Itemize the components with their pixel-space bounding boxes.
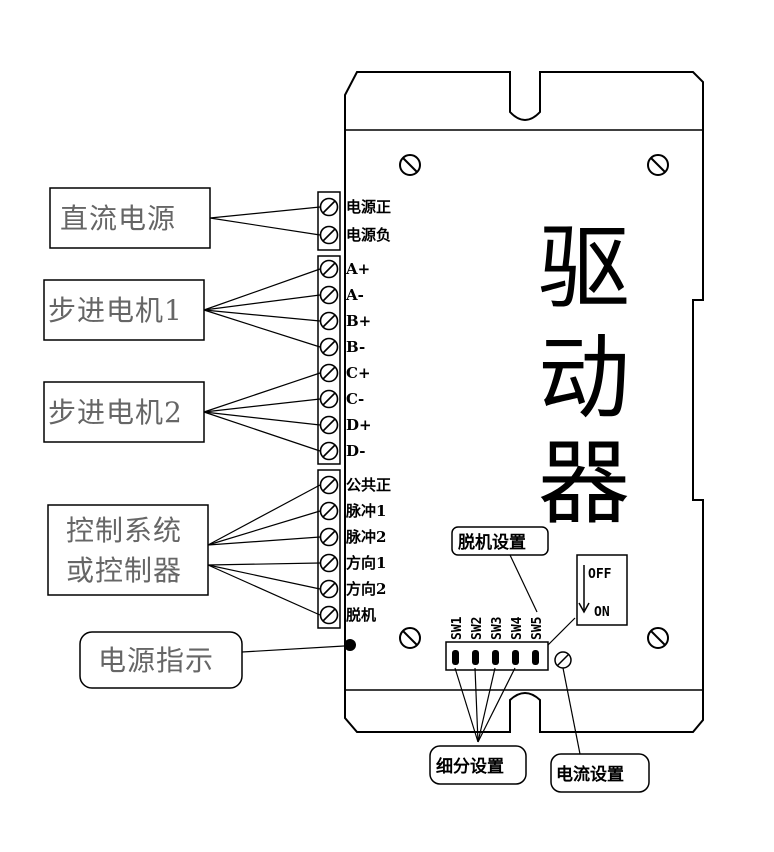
terminal-screw-icon (319, 337, 339, 357)
group-label-dc-power: 直流电源 (60, 202, 176, 235)
terminal-label: D+ (346, 416, 372, 434)
terminal-label: 电源正 (346, 198, 391, 216)
offline-setting-label-box (451, 526, 549, 556)
control-terminal-block (317, 469, 341, 629)
terminal-screw-icon (319, 363, 339, 383)
group-label-controller-line2: 或控制器 (66, 554, 182, 587)
terminal-screw-icon (319, 311, 339, 331)
power-indicator-label: 电源指示 (98, 644, 214, 677)
driver-title-char: 器 (538, 430, 630, 537)
switch-legend-box (576, 554, 628, 626)
connector-lines (454, 667, 581, 755)
dip-switch-label: SW5 (530, 617, 545, 640)
switch-off-label: OFF (588, 567, 612, 582)
dip-switch-toggle[interactable] (512, 650, 519, 665)
terminal-screw-icon (319, 475, 339, 495)
microstep-setting-label: 细分设置 (436, 756, 504, 777)
connector-line (509, 554, 538, 613)
motor-terminal-block (317, 255, 341, 465)
terminal-label: 方向2 (346, 580, 386, 598)
screw-icon (647, 627, 669, 649)
terminal-screw-icon (319, 285, 339, 305)
group-label-controller-line1: 控制系统 (66, 514, 182, 547)
terminal-label: B+ (346, 312, 371, 330)
group-label-stepper-1: 步进电机1 (48, 294, 183, 327)
terminal-label: 电源负 (346, 226, 391, 244)
group-label-box (47, 504, 209, 596)
terminal-label: C- (346, 390, 364, 408)
terminal-label: A- (345, 286, 364, 304)
offline-setting-label: 脱机设置 (458, 532, 526, 553)
current-setting-label-box (550, 753, 650, 793)
dip-switch-label: SW1 (450, 616, 465, 640)
group-label-box (43, 279, 205, 341)
terminal-label: 方向1 (346, 554, 386, 572)
dip-switch-label: SW4 (510, 616, 525, 640)
driver-housing (344, 71, 704, 733)
potentiometer-icon[interactable] (554, 651, 572, 669)
terminal-screw-icon (319, 527, 339, 547)
dip-switch-label: SW3 (490, 617, 505, 640)
terminal-label: C+ (346, 364, 371, 382)
connector-line (547, 617, 576, 646)
microstep-setting-label-box (429, 745, 527, 785)
dip-switch-label: SW2 (470, 617, 485, 640)
terminal-label: 脉冲2 (345, 528, 386, 546)
terminal-screw-icon (319, 225, 339, 245)
group-label-box (43, 381, 205, 443)
terminal-label: 脉冲1 (345, 502, 386, 520)
terminal-screw-icon (319, 605, 339, 625)
switch-on-label: ON (594, 605, 610, 620)
power-terminal-block (317, 191, 341, 251)
current-setting-label: 电流设置 (556, 764, 624, 785)
terminal-screw-icon (319, 553, 339, 573)
screw-icon (399, 154, 421, 176)
terminal-label: D- (346, 442, 366, 460)
driver-title-char: 驱 (538, 215, 630, 322)
connector-lines (203, 206, 345, 653)
group-label-box (49, 187, 211, 249)
terminal-label: 公共正 (346, 476, 391, 494)
terminal-screw-icon (319, 259, 339, 279)
driver-title-char: 动 (538, 325, 630, 432)
terminal-screw-icon (319, 501, 339, 521)
screw-icon (647, 154, 669, 176)
terminal-screw-icon (319, 389, 339, 409)
terminal-screw-icon (319, 579, 339, 599)
terminal-label: B- (346, 338, 365, 356)
dip-switch-toggle[interactable] (492, 650, 499, 665)
dip-switch-toggle[interactable] (532, 650, 539, 665)
power-indicator-led (344, 639, 356, 651)
terminal-screw-icon (319, 441, 339, 461)
group-label-stepper-2: 步进电机2 (48, 396, 183, 429)
screw-icon (399, 627, 421, 649)
terminal-label: A+ (345, 260, 370, 278)
terminal-label: 脱机 (346, 606, 376, 624)
terminal-screw-icon (319, 197, 339, 217)
dip-switch-toggle[interactable] (472, 650, 479, 665)
down-arrow-icon (578, 602, 590, 614)
power-indicator-label-box (79, 631, 243, 689)
terminal-screw-icon (319, 415, 339, 435)
dip-switch-toggle[interactable] (452, 650, 459, 665)
